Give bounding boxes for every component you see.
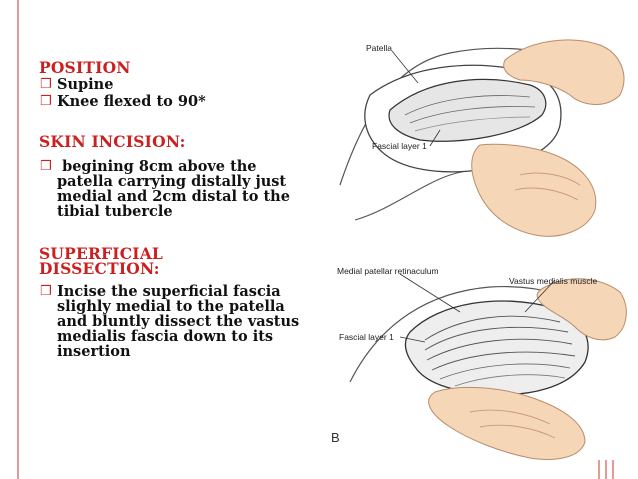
knee-incision-illustration	[339, 39, 625, 237]
bullet-text: Incise the superficial fascia slighly me…	[57, 283, 300, 360]
bullet-icon: ❒	[40, 159, 52, 174]
bullet-list: ❒ begining 8cm above the patella carryin…	[39, 159, 329, 219]
bullet-text: begining 8cm above the patella carrying …	[57, 158, 296, 220]
fascial-layer-label-top: Fascial layer 1	[372, 141, 427, 151]
left-accent-rule	[17, 0, 19, 479]
list-item: ❒ Incise the superficial fascia slighly m…	[39, 284, 329, 359]
bullet-text: Knee flexed to 90*	[57, 93, 206, 110]
section-skin-incision: SKIN INCISION: ❒ begining 8cm above the …	[39, 134, 329, 219]
bullet-icon: ❒	[40, 284, 52, 299]
medial-patellar-retinaculum-label: Medial patellar retinaculum	[337, 266, 439, 276]
list-item: ❒ Knee flexed to 90*	[39, 94, 329, 109]
bullet-icon: ❒	[40, 77, 52, 92]
section-position: POSITION ❒ Supine ❒ Knee flexed to 90*	[39, 60, 329, 109]
bullet-text: Supine	[57, 76, 114, 93]
bullet-icon: ❒	[40, 94, 52, 109]
list-item: ❒ begining 8cm above the patella carryin…	[39, 159, 329, 219]
corner-accent-rules	[592, 460, 622, 479]
figure-letter-b: B	[331, 430, 340, 445]
section-heading: SKIN INCISION:	[39, 132, 186, 151]
vastus-medialis-label: Vastus medialis muscle	[509, 276, 598, 286]
section-superficial-dissection: SUPERFICIAL DISSECTION: ❒ Incise the supe…	[39, 246, 329, 359]
section-heading: SUPERFICIAL DISSECTION:	[39, 244, 164, 278]
vastus-medialis-illustration	[349, 273, 627, 460]
bullet-list: ❒ Supine ❒ Knee flexed to 90*	[39, 77, 329, 109]
section-heading: POSITION	[39, 58, 131, 77]
patella-label: Patella	[366, 43, 392, 53]
bullet-list: ❒ Incise the superficial fascia slighly m…	[39, 284, 329, 359]
fascial-layer-label-bottom: Fascial layer 1	[339, 332, 394, 342]
list-item: ❒ Supine	[39, 77, 329, 92]
slide-text-column: POSITION ❒ Supine ❒ Knee flexed to 90* SKI…	[39, 60, 329, 361]
